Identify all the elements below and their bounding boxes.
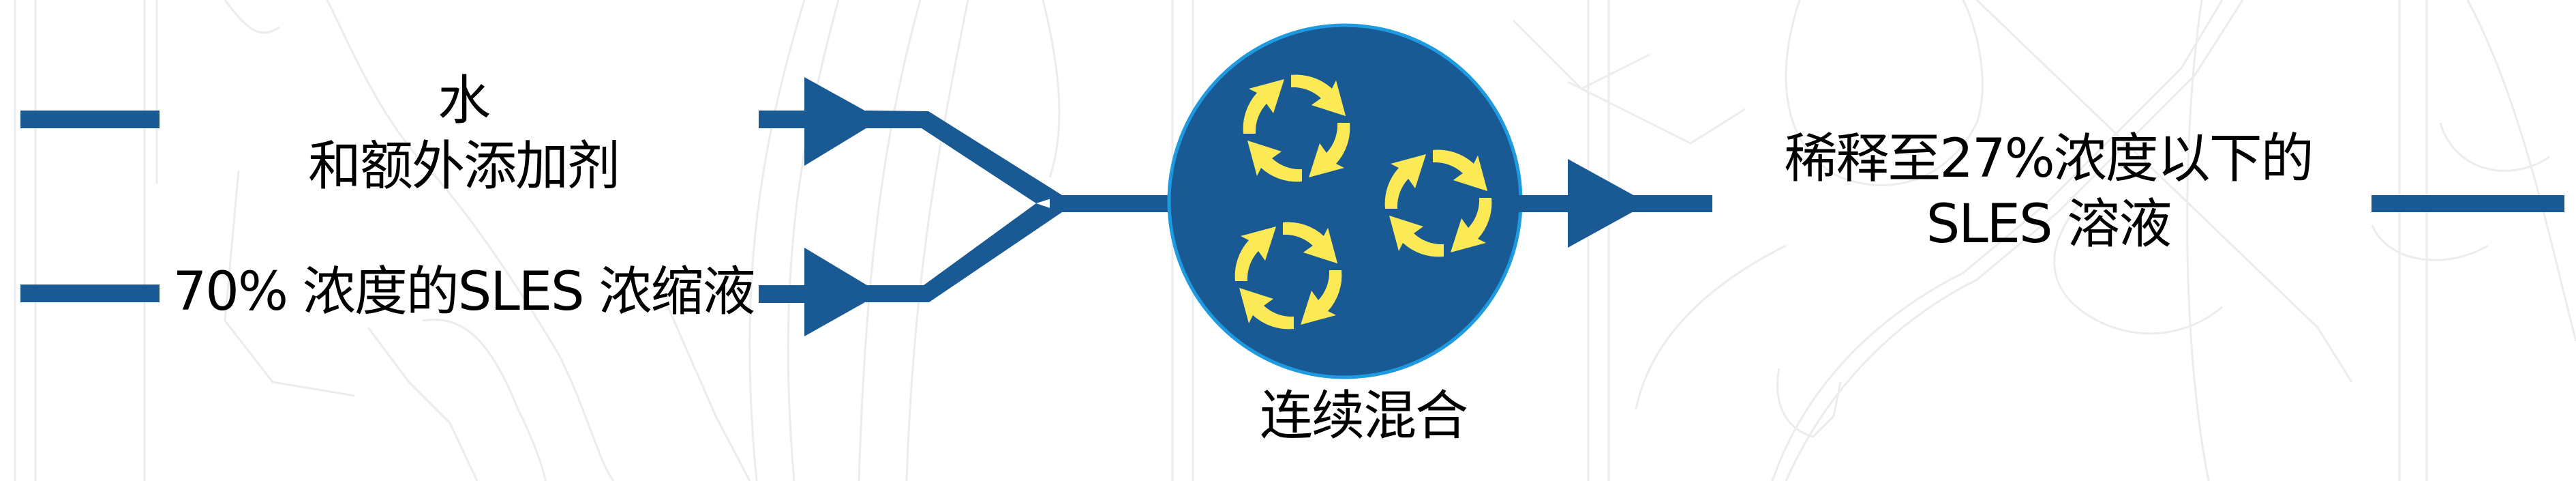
water-additives-label: 水 和额外添加剂 <box>259 68 668 199</box>
output-label-line-2: SLES 溶液 <box>1926 194 2172 255</box>
water-label-line-1: 水 <box>437 70 491 132</box>
sles-flow-arrow <box>759 203 1062 336</box>
continuous-mixer-vessel <box>1167 23 1523 379</box>
output-solution-label: 稀释至27%浓度以下的 SLES 溶液 <box>1752 126 2345 257</box>
water-flow-arrow <box>759 77 1062 203</box>
merged-pipe <box>1050 195 1179 212</box>
mixer-label: 连续混合 <box>1213 383 1513 449</box>
sles-concentrate-label-line-1: 70% 浓度的SLES 浓缩液 <box>172 261 756 323</box>
outlet-flow-arrow <box>1517 159 1712 248</box>
outlet-pipe-stub <box>2372 195 2564 212</box>
water-inlet-pipe-stub <box>20 111 160 128</box>
water-label-line-2: 和额外添加剂 <box>307 136 620 197</box>
sles-inlet-pipe-stub <box>20 285 160 302</box>
sles-concentrate-label: 70% 浓度的SLES 浓缩液 <box>170 259 757 325</box>
output-label-line-1: 稀释至27%浓度以下的 <box>1784 128 2314 190</box>
mixer-label-text: 连续混合 <box>1259 385 1468 447</box>
